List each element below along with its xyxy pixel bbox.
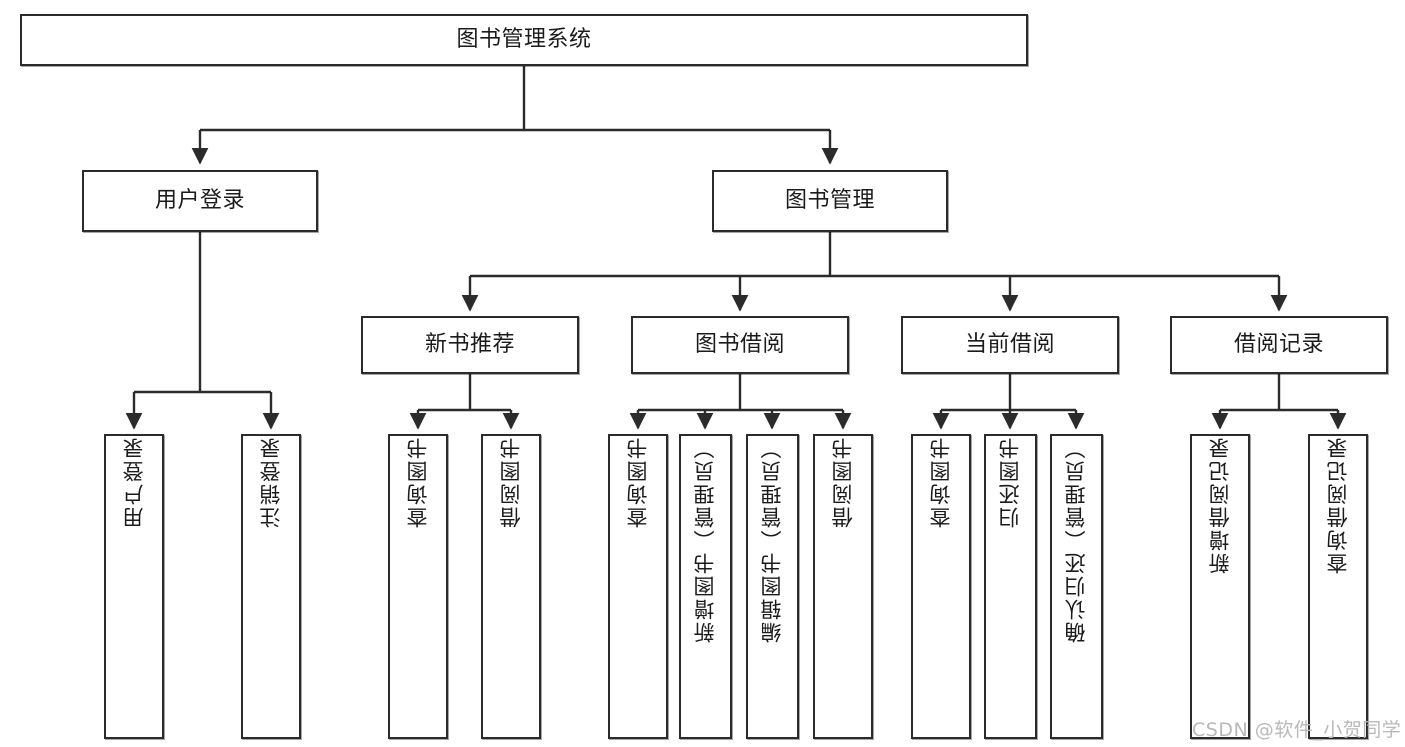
node-leaf-confirm-return-label: 确认归还（管理员） <box>1064 436 1088 643</box>
node-leaf-return-book[interactable]: 归还图书 <box>984 434 1037 739</box>
node-leaf-user-login[interactable]: 用户登录 <box>104 434 164 739</box>
node-book-manage-label: 图书管理 <box>784 187 875 213</box>
node-leaf-query-book-2-label: 查询图书 <box>625 436 650 528</box>
node-new-book-recommend[interactable]: 新书推荐 <box>361 316 579 374</box>
node-leaf-borrow-book-2-label: 借阅图书 <box>830 436 855 528</box>
node-leaf-confirm-return[interactable]: 确认归还（管理员） <box>1050 434 1103 739</box>
node-user-login[interactable]: 用户登录 <box>82 170 318 232</box>
node-leaf-query-book-1-label: 查询图书 <box>405 436 430 528</box>
node-leaf-query-record-label: 查询借阅记录 <box>1325 436 1350 574</box>
node-leaf-edit-book[interactable]: 编辑图书（管理员） <box>746 434 799 739</box>
node-leaf-logout-login[interactable]: 注销登录 <box>241 434 301 739</box>
node-book-manage[interactable]: 图书管理 <box>712 170 948 232</box>
node-leaf-borrow-book-2[interactable]: 借阅图书 <box>813 434 873 739</box>
node-leaf-borrow-book-1-label: 借阅图书 <box>498 436 523 528</box>
node-leaf-add-record-label: 新增借阅记录 <box>1207 436 1232 574</box>
node-leaf-add-book[interactable]: 新增图书（管理员） <box>679 434 732 739</box>
node-root-label: 图书管理系统 <box>456 26 592 52</box>
node-leaf-query-record[interactable]: 查询借阅记录 <box>1308 434 1368 739</box>
node-current-borrow-label: 当前借阅 <box>964 331 1055 357</box>
csdn-watermark: CSDN @软件_小贺同学 <box>1192 719 1402 741</box>
node-new-book-recommend-label: 新书推荐 <box>424 331 515 357</box>
node-leaf-query-book-1[interactable]: 查询图书 <box>388 434 448 739</box>
node-user-login-label: 用户登录 <box>154 187 245 213</box>
node-leaf-query-book-2[interactable]: 查询图书 <box>608 434 668 739</box>
node-leaf-query-book-3[interactable]: 查询图书 <box>911 434 971 739</box>
node-borrow-record[interactable]: 借阅记录 <box>1170 316 1388 374</box>
node-borrow-record-label: 借阅记录 <box>1233 331 1324 357</box>
node-leaf-logout-login-label: 注销登录 <box>258 436 283 528</box>
node-book-borrow-label: 图书借阅 <box>694 331 785 357</box>
node-root[interactable]: 图书管理系统 <box>20 14 1028 66</box>
node-book-borrow[interactable]: 图书借阅 <box>631 316 849 374</box>
node-leaf-query-book-3-label: 查询图书 <box>928 436 953 528</box>
node-leaf-edit-book-label: 编辑图书（管理员） <box>760 436 784 643</box>
node-leaf-add-record[interactable]: 新增借阅记录 <box>1190 434 1250 739</box>
node-current-borrow[interactable]: 当前借阅 <box>901 316 1119 374</box>
node-leaf-add-book-label: 新增图书（管理员） <box>693 436 717 643</box>
node-leaf-borrow-book-1[interactable]: 借阅图书 <box>481 434 541 739</box>
node-leaf-user-login-label: 用户登录 <box>121 436 146 528</box>
node-leaf-return-book-label: 归还图书 <box>998 436 1022 528</box>
